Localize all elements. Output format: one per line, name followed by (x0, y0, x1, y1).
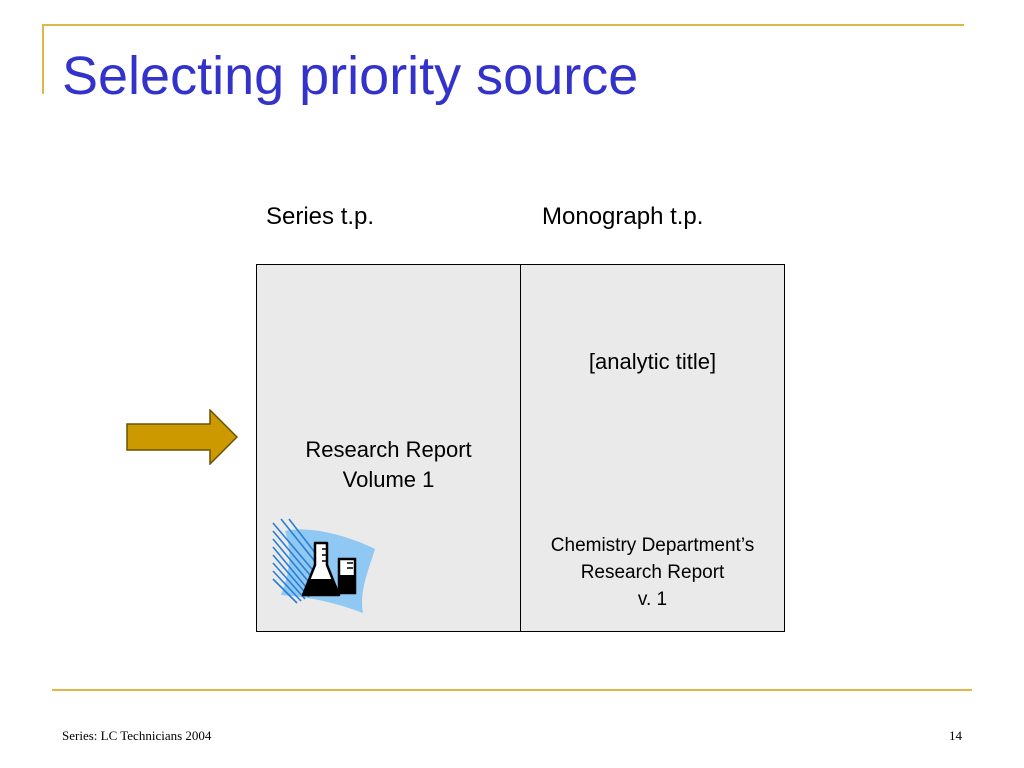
monograph-panel-line-3: v. 1 (637, 589, 668, 610)
right-arrow-icon (126, 409, 238, 465)
footer-rule (52, 689, 972, 691)
monograph-title-page-panel: [analytic title] Chemistry Department’s … (520, 264, 785, 632)
series-title-page-panel: Research Report Volume 1 (256, 264, 521, 632)
slide-title: Selecting priority source (62, 46, 639, 106)
series-panel-text: Research Report Volume 1 (257, 435, 520, 495)
series-tp-label: Series t.p. (266, 203, 375, 230)
footer-series-text: Series: LC Technicians 2004 (62, 728, 212, 743)
frame-top-line (42, 24, 964, 26)
series-panel-line-1: Research Report (305, 437, 472, 462)
monograph-tp-label: Monograph t.p. (542, 203, 704, 230)
series-panel-line-2: Volume 1 (342, 467, 435, 492)
analytic-title: [analytic title] (588, 349, 717, 374)
monograph-panel-line-1: Chemistry Department’s (550, 535, 755, 556)
frame-left-line (42, 24, 44, 94)
monograph-panel-line-2: Research Report (580, 562, 725, 583)
monograph-panel-text: Chemistry Department’s Research Report v… (521, 532, 784, 613)
lab-flask-beaker-icon (272, 518, 375, 613)
page-number: 14 (949, 728, 962, 743)
